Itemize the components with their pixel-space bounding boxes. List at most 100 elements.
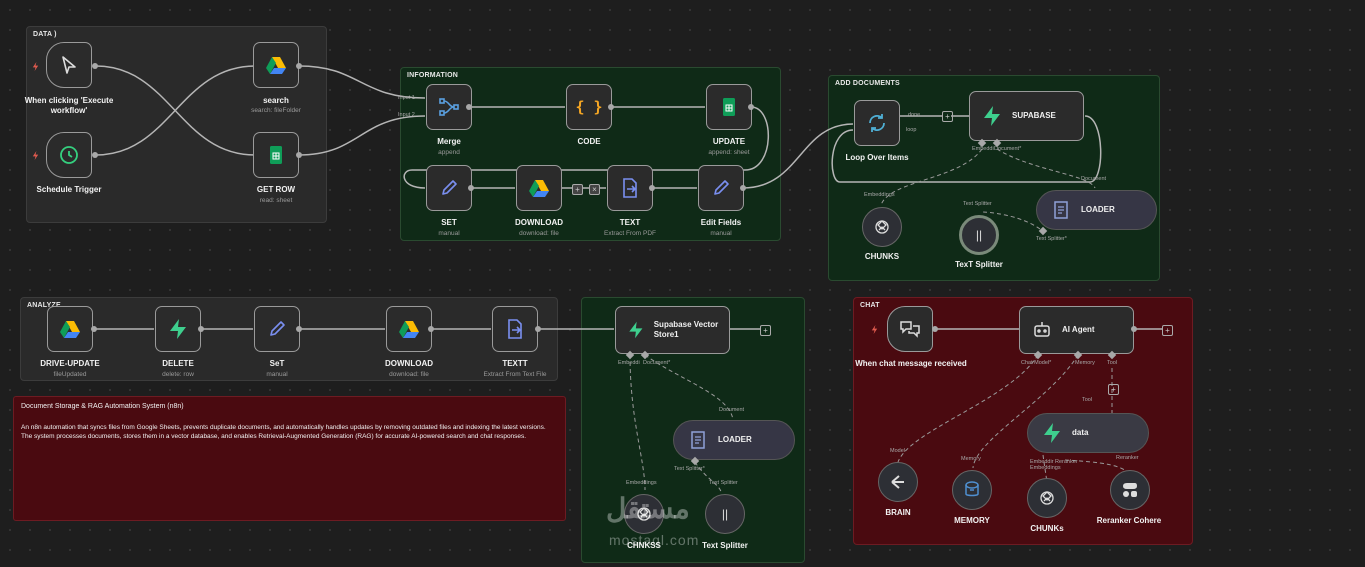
output-handle[interactable] (535, 326, 541, 332)
trigger-bolt-icon (32, 151, 39, 160)
textsplitter2-label: Text Splitter (702, 541, 748, 550)
set-node[interactable] (426, 165, 472, 211)
google-drive-icon (399, 321, 419, 338)
cohere-icon (1123, 483, 1137, 497)
add-node-button[interactable]: + (572, 184, 583, 195)
loop-over-items-node[interactable] (854, 100, 900, 146)
google-drive-icon (529, 180, 549, 197)
output-handle[interactable] (296, 326, 302, 332)
chnkss-node[interactable] (624, 494, 664, 534)
ai-agent-title: AI Agent (1062, 325, 1095, 334)
openai-icon (875, 220, 889, 234)
download-node[interactable] (516, 165, 562, 211)
add-node-button[interactable]: + (942, 111, 953, 122)
reranker-top-label: Reranker (1116, 455, 1139, 461)
text-extract-node[interactable] (607, 165, 653, 211)
sticky-note[interactable]: Document Storage & RAG Automation System… (13, 396, 566, 521)
get-row-label: GET ROW (256, 185, 296, 194)
add-tool-button[interactable]: + (1108, 384, 1119, 395)
textsplitter-node[interactable]: || (959, 215, 999, 255)
add-node-button[interactable]: + (760, 325, 771, 336)
set2-node[interactable] (254, 306, 300, 352)
delete-label: DELETE (162, 359, 194, 368)
merge-label: Merge (437, 137, 461, 146)
output-handle[interactable] (748, 104, 754, 110)
output-handle[interactable] (932, 326, 938, 332)
delete-node[interactable] (155, 306, 201, 352)
delete-connection-button[interactable]: × (589, 184, 600, 195)
merge-subtitle: append (438, 149, 460, 156)
group-title: DATA ) (33, 31, 57, 38)
output-handle[interactable] (92, 63, 98, 69)
robot-icon (1034, 322, 1050, 337)
output-handle[interactable] (466, 104, 472, 110)
reranker-label: Reranker Cohere (1096, 516, 1162, 525)
chat-message-trigger[interactable] (887, 306, 933, 352)
data-tool-node[interactable]: data (1027, 413, 1149, 453)
supabase-node[interactable]: SUPABASE (969, 91, 1084, 141)
edit-fields-node[interactable] (698, 165, 744, 211)
merge-node[interactable] (426, 84, 472, 130)
brain-model-label: Model (890, 448, 905, 454)
watermark-logo: مستقل (606, 493, 690, 524)
chunks2-node[interactable] (1027, 478, 1067, 518)
clock-icon (60, 146, 78, 164)
group-title: CHAT (860, 302, 880, 309)
loader2-node[interactable]: LOADER (673, 420, 795, 460)
file-extract-icon (508, 319, 522, 339)
search-node[interactable] (253, 42, 299, 88)
loader-document-label: Document (1081, 176, 1107, 182)
merge-input1-label: Input 1 (398, 95, 415, 101)
output-handle[interactable] (608, 104, 614, 110)
supabase-document-label: Document* (994, 146, 1022, 152)
textt-node[interactable] (492, 306, 538, 352)
download-label: DOWNLOAD (515, 218, 563, 227)
get-row-node[interactable] (253, 132, 299, 178)
supabase-embedding-label: Embeddi (972, 146, 994, 152)
reranker-cohere-node[interactable] (1110, 470, 1150, 510)
data-reranker-label: Reranker (1055, 459, 1078, 465)
text-subtitle: Extract From PDF (603, 230, 656, 237)
update-node[interactable] (706, 84, 752, 130)
output-handle[interactable] (649, 185, 655, 191)
add-node-button[interactable]: + (1162, 325, 1173, 336)
google-drive-icon (60, 321, 80, 338)
trigger-bolt-icon (871, 325, 878, 334)
drive-update-trigger[interactable] (47, 306, 93, 352)
output-handle[interactable] (198, 326, 204, 332)
output-handle[interactable] (468, 185, 474, 191)
vector-embedding-label: Embeddi (618, 360, 640, 366)
execute-workflow-trigger[interactable] (46, 42, 92, 88)
agent-tool-label: Tool (1107, 360, 1118, 366)
merge-input2-label: Input 2 (398, 112, 415, 118)
textsplitter-label: TexT Splitter (955, 260, 1003, 269)
output-handle[interactable] (296, 152, 302, 158)
agent-chatmodel-label: Chat Model* (1021, 360, 1052, 366)
output-handle[interactable] (1131, 326, 1137, 332)
model-icon (891, 475, 904, 489)
chunks-embeddings-node[interactable] (862, 207, 902, 247)
output-handle[interactable] (740, 185, 746, 191)
brain-node[interactable] (878, 462, 918, 502)
loader-node[interactable]: LOADER (1036, 190, 1157, 230)
trigger-bolt-icon (32, 62, 39, 71)
memory-node[interactable] (952, 470, 992, 510)
download2-subtitle: download: file (389, 371, 429, 378)
schedule-trigger[interactable] (46, 132, 92, 178)
output-handle[interactable] (296, 63, 302, 69)
output-handle[interactable] (91, 326, 97, 332)
ai-agent-node[interactable]: AI Agent (1019, 306, 1134, 354)
vector-document-label: Document* (643, 360, 671, 366)
file-extract-icon (623, 178, 637, 198)
output-handle[interactable] (428, 326, 434, 332)
download2-node[interactable] (386, 306, 432, 352)
pencil-icon (442, 180, 457, 195)
supabase-vector-store-node[interactable]: Supabase Vector Store1 (615, 306, 730, 354)
output-handle[interactable] (92, 152, 98, 158)
textsplitter2-node[interactable]: || (705, 494, 745, 534)
memory-label: MEMORY (954, 516, 990, 525)
loop-loop-label: loop (906, 127, 917, 133)
execute-workflow-label: When clicking 'Execute workflow' (24, 96, 114, 115)
code-node[interactable]: { } (566, 84, 612, 130)
chat-bubble-icon (900, 321, 920, 338)
